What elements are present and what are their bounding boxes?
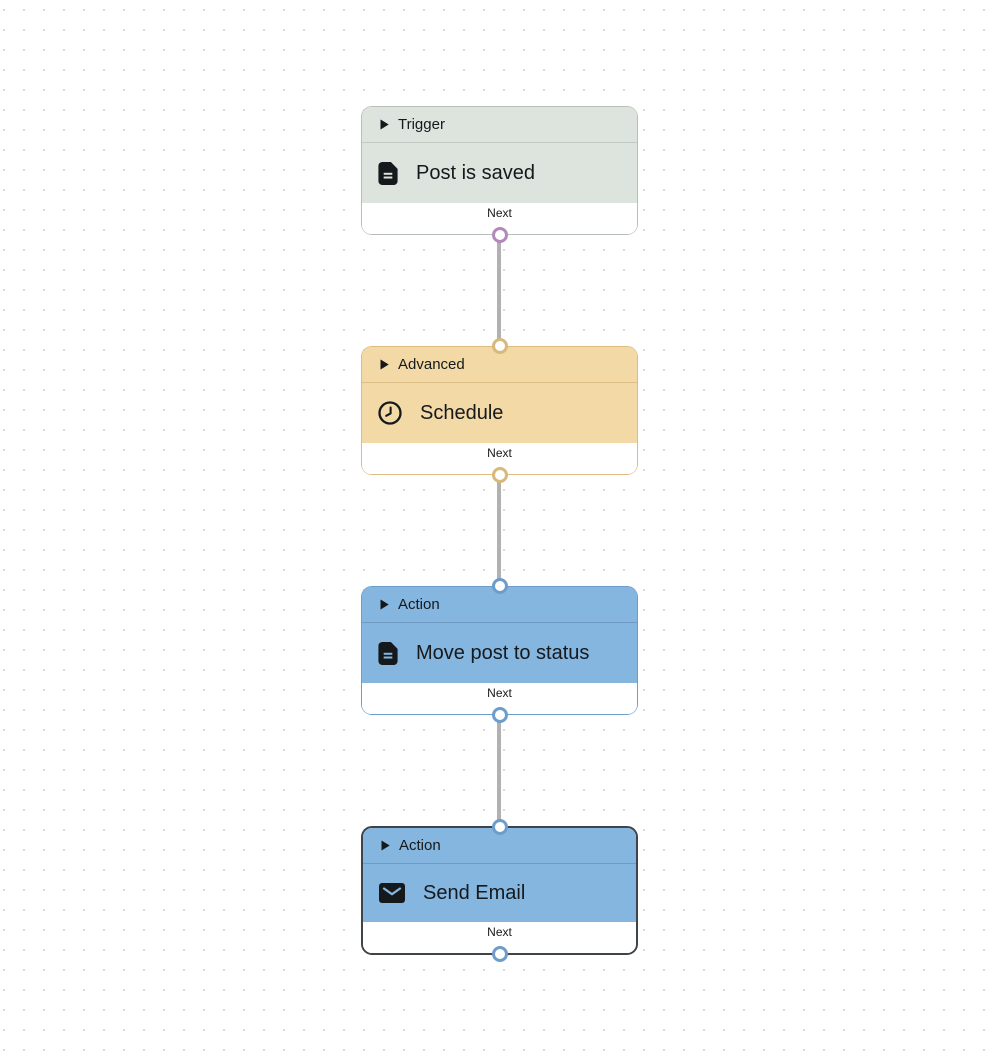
node-title: Schedule (420, 401, 504, 424)
clock-icon (378, 401, 402, 425)
node-title: Move post to status (416, 641, 590, 664)
collapse-triangle-icon (380, 119, 389, 130)
next-label: Next (487, 925, 512, 939)
node-body[interactable]: Post is saved (362, 143, 637, 203)
input-port[interactable] (491, 819, 508, 835)
node-category-label: Action (398, 596, 440, 613)
document-icon (378, 641, 398, 665)
collapse-triangle-icon (380, 599, 389, 610)
workflow-node-3[interactable]: Action Move post to status Next (361, 578, 638, 723)
node-header[interactable]: Trigger (362, 107, 637, 143)
node-title: Send Email (423, 881, 526, 904)
collapse-triangle-icon (380, 359, 389, 370)
connector-line (497, 715, 501, 826)
output-port[interactable] (491, 467, 508, 483)
node-body[interactable]: Send Email (363, 864, 636, 922)
document-icon (378, 161, 398, 185)
node-category-label: Trigger (398, 116, 445, 133)
next-label: Next (487, 686, 512, 700)
connector-line (497, 235, 501, 346)
output-port[interactable] (491, 227, 508, 243)
next-label: Next (487, 446, 512, 460)
node-body[interactable]: Move post to status (362, 623, 637, 683)
output-port[interactable] (491, 707, 508, 723)
next-label: Next (487, 206, 512, 220)
collapse-triangle-icon (381, 840, 390, 851)
input-port[interactable] (491, 578, 508, 594)
node-body[interactable]: Schedule (362, 383, 637, 443)
input-port[interactable] (491, 338, 508, 354)
node-header[interactable]: Action (362, 587, 637, 623)
workflow-node-2[interactable]: Advanced Schedule Next (361, 338, 638, 483)
envelope-icon (379, 883, 405, 903)
node-category-label: Advanced (398, 356, 465, 373)
workflow-node-4[interactable]: Action Send Email Next (361, 819, 638, 962)
node-title: Post is saved (416, 161, 535, 184)
workflow-node-1[interactable]: Trigger Post is saved Next (361, 106, 638, 243)
node-category-label: Action (399, 837, 441, 854)
connector-line (497, 475, 501, 586)
output-port[interactable] (491, 946, 508, 962)
